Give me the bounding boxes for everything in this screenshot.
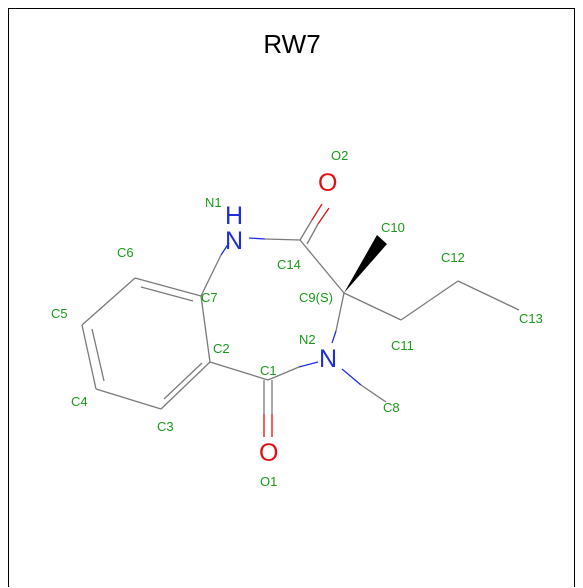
- bond-n2-c8: [360, 384, 387, 403]
- bond-n1-c14: [264, 238, 301, 241]
- bond-c9-n2-n: [331, 330, 337, 344]
- bond-n2-c1-n: [298, 361, 319, 368]
- bond-c9-n2: [335, 292, 345, 332]
- atom-label-c11: C11: [391, 338, 414, 353]
- bond-c7-n1: [200, 254, 222, 297]
- atom-label-c1: C1: [260, 363, 277, 378]
- atom-label-c12: C12: [441, 250, 465, 265]
- bond-n1-c14-n: [248, 237, 266, 240]
- bond-c6-c5: [81, 277, 136, 326]
- bond-c14-o2-b: [306, 223, 319, 245]
- bond-c3-c2-inner: [163, 362, 203, 400]
- bond-n2-c1: [267, 366, 300, 381]
- wedge-bond-c9-c10: [344, 235, 387, 293]
- atom-label-c10: C10: [381, 220, 405, 235]
- atom-label-c14: C14: [277, 257, 301, 272]
- bonds: [81, 203, 520, 437]
- atom-label-c3: C3: [157, 419, 174, 434]
- n2-nitrogen-symbol: N: [319, 345, 337, 373]
- atom-label-c9: C9(S): [299, 290, 333, 305]
- bond-c7-c6: [134, 277, 202, 297]
- atom-label-c5: C5: [51, 306, 68, 321]
- bond-c14-o2-b-o: [317, 207, 330, 225]
- atom-labels: O2 N1 C10 C6 C14 C12 C7 C9(S) C5 C13 N2 …: [51, 148, 543, 489]
- bond-c14-o2-a: [299, 219, 313, 241]
- atom-label-n2: N2: [299, 332, 316, 347]
- bond-c6-c7-inner: [140, 286, 194, 302]
- bond-c7-n1-n: [220, 242, 230, 256]
- bond-c5-c4-inner: [91, 328, 105, 382]
- bond-c11-c12: [400, 280, 459, 321]
- bond-c9-c11: [343, 292, 402, 321]
- bond-c4-c3: [95, 388, 162, 410]
- bond-c14-c9: [299, 239, 345, 294]
- bond-c2-c7: [200, 295, 211, 363]
- element-symbols: H N N O O: [225, 169, 337, 467]
- o1-oxygen-symbol: O: [259, 439, 278, 467]
- molecule-structure-diagram: RW7: [51, 29, 543, 489]
- n1-hydrogen-symbol: H: [225, 202, 243, 230]
- molecule-viewer-panel: RW7: [8, 8, 575, 587]
- bond-c5-c4: [81, 324, 97, 390]
- bond-n2-c8-n: [341, 368, 362, 386]
- bond-c3-c2: [160, 361, 211, 410]
- atom-label-c2: C2: [213, 341, 230, 356]
- atom-label-n1: N1: [205, 195, 222, 210]
- molecule-title: RW7: [263, 29, 320, 59]
- bond-c14-o2-a-o: [311, 203, 323, 221]
- atom-label-c4: C4: [71, 394, 88, 409]
- atom-label-o1: O1: [260, 474, 277, 489]
- atom-label-c6: C6: [117, 245, 134, 260]
- atom-label-o2: O2: [331, 148, 348, 163]
- atom-label-c8: C8: [383, 400, 400, 415]
- atom-label-c13: C13: [519, 311, 543, 326]
- bond-c1-c2: [209, 361, 269, 381]
- bond-c12-c13: [457, 280, 520, 311]
- atom-label-c7: C7: [201, 290, 218, 305]
- n1-nitrogen-symbol: N: [225, 227, 243, 255]
- o2-oxygen-symbol: O: [318, 169, 337, 197]
